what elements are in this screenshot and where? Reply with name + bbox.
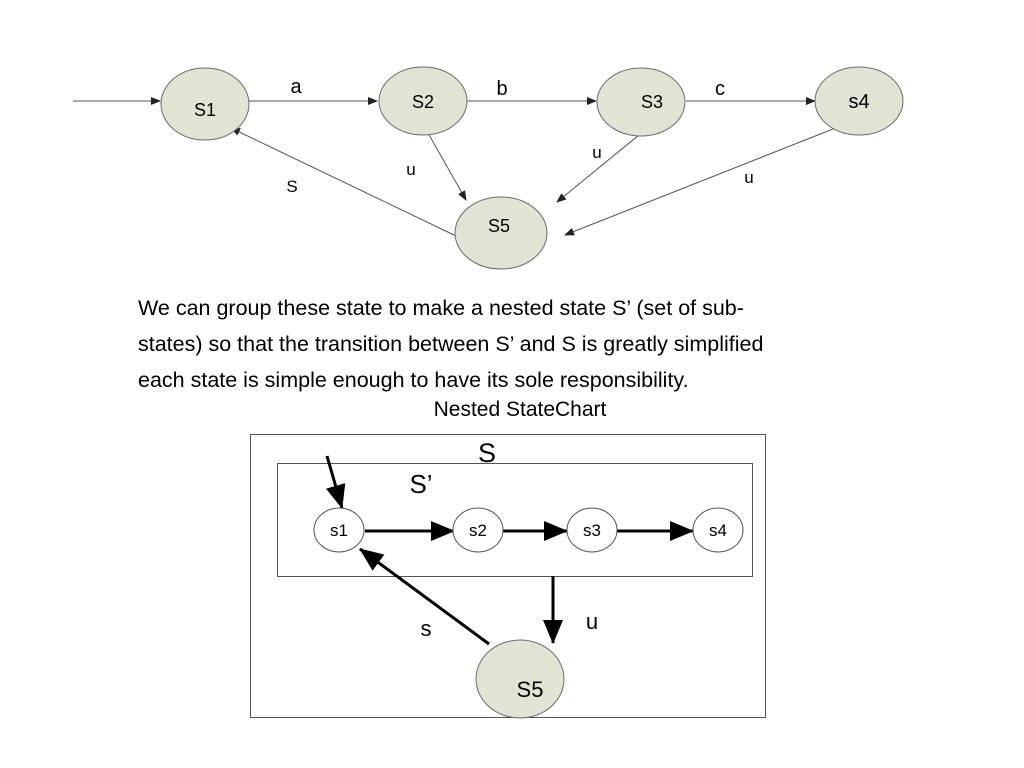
- outer-state-S-label: S: [478, 438, 496, 468]
- nested-statechart-caption: Nested StateChart: [433, 398, 607, 421]
- nested-state-s5-label: S5: [517, 677, 544, 702]
- description-line-3: each state is simple enough to have its …: [138, 368, 689, 392]
- description-line-1: We can group these state to make a neste…: [138, 296, 744, 320]
- nested-state-s2-label: s2: [469, 521, 487, 540]
- nested-state-s5-node: [475, 639, 565, 719]
- nested-state-s1-label: s1: [330, 521, 348, 540]
- inner-state-S-prime-box: [277, 463, 753, 577]
- transition-u-label-s3: u: [592, 143, 601, 162]
- state-s3-node: [596, 67, 686, 137]
- state-s1-label: S1: [194, 100, 216, 120]
- nested-state-s4-node: [692, 507, 744, 553]
- state-s4-node: [814, 66, 904, 136]
- state-s1-node: [160, 67, 250, 141]
- state-s2-label: S2: [412, 92, 434, 112]
- nested-state-s3-node: [566, 507, 618, 553]
- state-s5-label: S5: [488, 216, 510, 236]
- transition-u-label-s2: u: [406, 160, 415, 179]
- nested-state-s4-label: s4: [709, 521, 727, 540]
- outer-state-S-box: [250, 434, 766, 718]
- nested-transition-u-label: u: [586, 609, 598, 634]
- transition-s4-s5-arrow: [564, 128, 834, 236]
- transition-s2-s5-arrow: [427, 132, 467, 201]
- description-line-2: states) so that the transition between S…: [138, 332, 764, 356]
- nested-s-arrow: [359, 547, 490, 646]
- state-s4-label: s4: [848, 91, 869, 113]
- top-state-diagram: S1 S2 S3 s4 S5 a b c u u u S: [73, 66, 904, 270]
- nested-transition-s-label: s: [421, 616, 432, 641]
- transition-s3-s5-arrow: [556, 134, 640, 203]
- transition-s5-s1-arrow: [230, 127, 457, 237]
- transition-a-label: a: [290, 76, 302, 98]
- nested-state-s2-node: [452, 507, 504, 553]
- nested-statechart: S S’ s1 s2 s3 s4 S5 u s: [250, 434, 766, 719]
- nested-state-s1-node: [313, 507, 365, 553]
- transition-c-label: c: [715, 78, 725, 100]
- inner-state-S-prime-label: S’: [409, 469, 432, 499]
- state-s3-label: S3: [641, 92, 663, 112]
- nested-state-s3-label: s3: [583, 521, 601, 540]
- transition-s-label: S: [286, 177, 297, 196]
- transition-b-label: b: [496, 78, 507, 100]
- state-s2-node: [378, 66, 468, 136]
- description-paragraph: We can group these state to make a neste…: [138, 290, 928, 398]
- state-s5-node: [454, 196, 548, 270]
- nested-initial-arrow: [325, 455, 346, 509]
- transition-u-label-s4: u: [744, 168, 753, 187]
